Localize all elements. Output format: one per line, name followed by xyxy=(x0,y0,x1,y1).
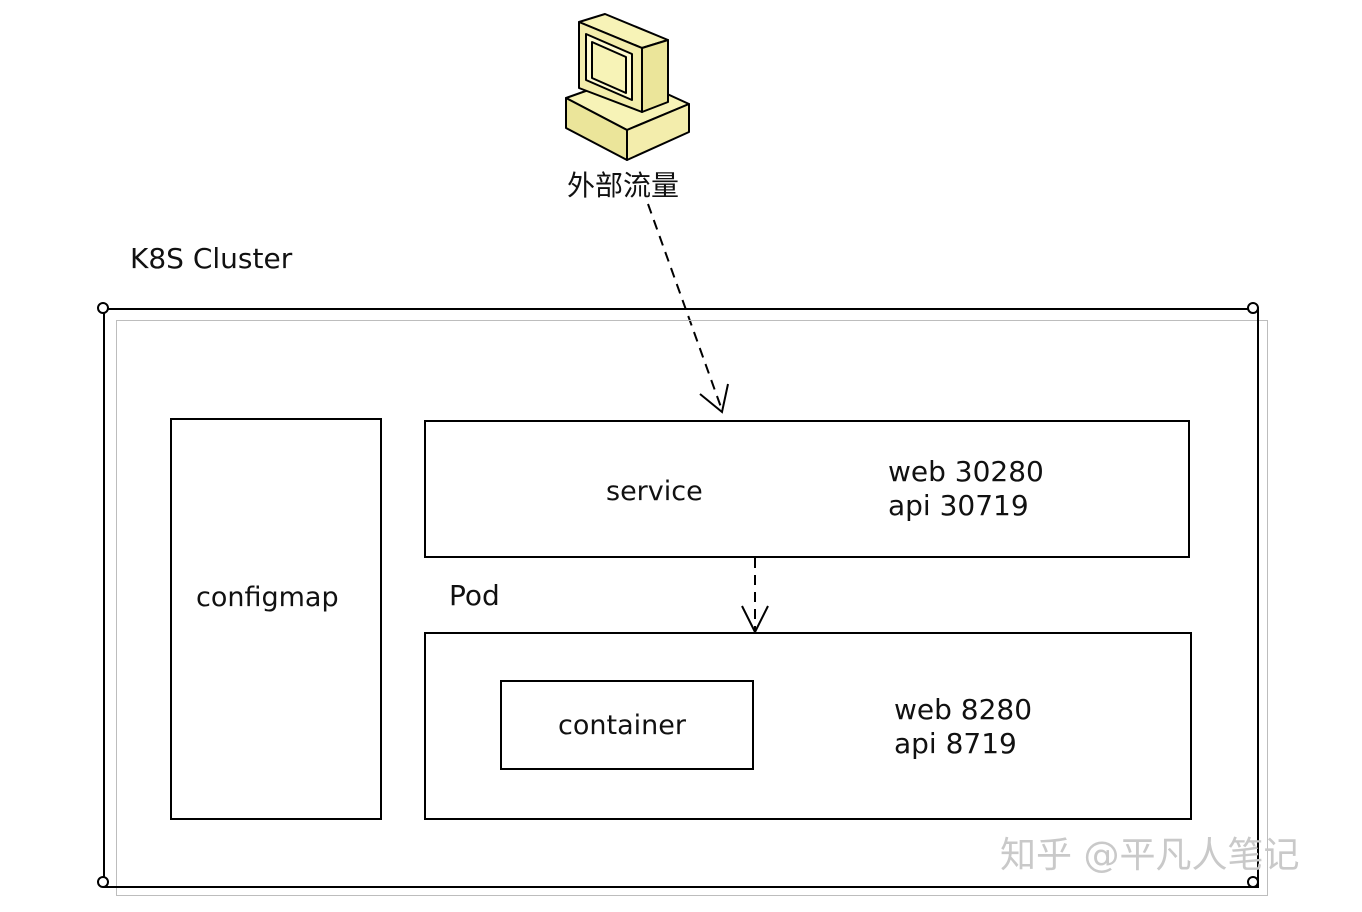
service-box[interactable]: service web 30280 api 30719 xyxy=(424,420,1190,558)
resize-handle-top-right[interactable] xyxy=(1247,302,1259,314)
watermark: 知乎 @平凡人笔记 xyxy=(1000,835,1300,876)
service-label: service xyxy=(606,476,703,507)
container-box[interactable]: container xyxy=(500,680,754,770)
computer-terminal-icon xyxy=(565,13,690,161)
resize-handle-bottom-right[interactable] xyxy=(1247,876,1259,888)
service-port-web: web 30280 xyxy=(888,455,1044,488)
container-label: container xyxy=(558,710,686,741)
pod-box[interactable]: container web 8280 api 8719 xyxy=(424,632,1192,820)
configmap-box[interactable]: configmap xyxy=(170,418,382,820)
pod-label: Pod xyxy=(449,579,500,612)
pod-port-web: web 8280 xyxy=(894,693,1033,726)
cluster-title: K8S Cluster xyxy=(130,242,293,275)
pod-port-api: api 8719 xyxy=(894,727,1017,760)
resize-handle-bottom-left[interactable] xyxy=(97,876,109,888)
cluster-shadow-border xyxy=(116,320,1268,896)
cluster-boundary[interactable] xyxy=(103,308,1259,888)
traffic-arrow xyxy=(647,203,729,414)
configmap-label: configmap xyxy=(196,582,339,613)
service-port-api: api 30719 xyxy=(888,489,1029,522)
resize-handle-top-left[interactable] xyxy=(97,302,109,314)
client-label: 外部流量 xyxy=(567,169,680,202)
